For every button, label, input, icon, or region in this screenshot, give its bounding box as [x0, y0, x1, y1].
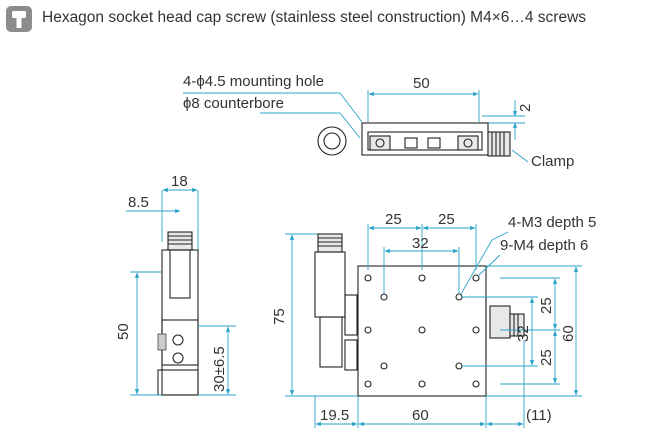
m4-label: 9-M4 depth 6	[500, 237, 588, 254]
dim-side-height: 50	[115, 323, 132, 340]
counterbore-label: ϕ8 counterbore	[183, 95, 284, 112]
dim-right-c: 32	[515, 325, 532, 342]
dim-bottom-c: (11)	[526, 407, 552, 424]
hole-pattern	[364, 274, 480, 388]
dim-right-a: 25	[538, 297, 555, 314]
clamp-label: Clamp	[531, 153, 574, 170]
dim-pitch-a: 25	[385, 211, 402, 228]
dim-side-travel: 30±6.5	[211, 346, 228, 392]
page-title: Hexagon socket head cap screw (stainless…	[42, 9, 587, 26]
top-view: 4-ϕ4.5 mounting hole ϕ8 counterbore 50 2	[183, 73, 574, 170]
dim-bottom-a: 19.5	[320, 407, 349, 424]
dim-right-d: 60	[560, 325, 577, 342]
dim-pitch-b: 25	[438, 211, 455, 228]
mounting-hole-label: 4-ϕ4.5 mounting hole	[183, 73, 324, 90]
dim-top-thickness: 2	[517, 104, 534, 112]
dim-bottom-b: 60	[412, 407, 429, 424]
m3-label: 4-M3 depth 5	[508, 214, 596, 231]
dim-side-offset: 8.5	[128, 194, 149, 211]
dim-pitch-c: 32	[412, 235, 429, 252]
front-view: 75 25 25 32 4	[271, 211, 596, 428]
dim-top-width: 50	[413, 75, 430, 92]
hex-socket-screw-icon	[6, 6, 32, 32]
dim-right-b: 25	[538, 349, 555, 366]
dim-side-width: 18	[171, 173, 188, 190]
side-view: 18 8.5 50 30±6.5	[115, 173, 236, 396]
header: Hexagon socket head cap screw (stainless…	[6, 6, 656, 34]
dim-front-height: 75	[271, 308, 288, 325]
